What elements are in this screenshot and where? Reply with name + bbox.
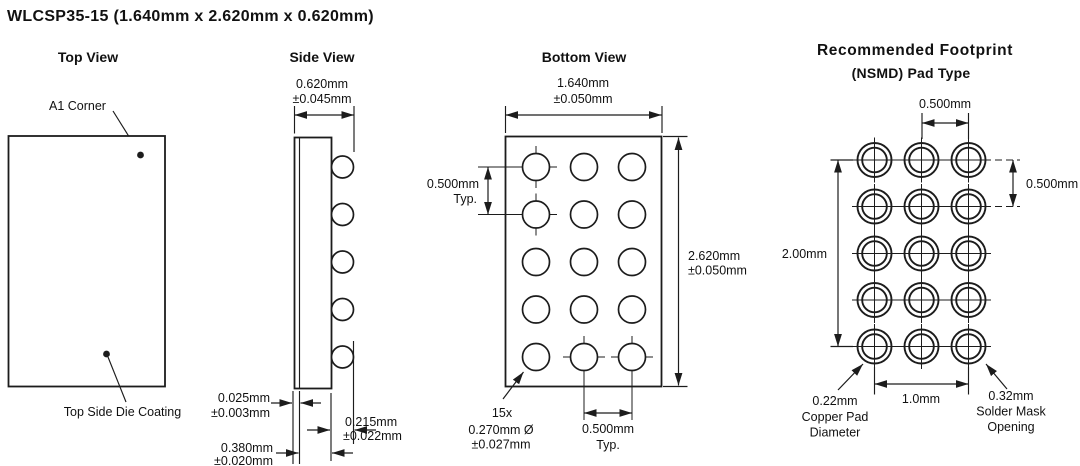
solder-ball	[569, 342, 599, 372]
solder-ball	[617, 247, 647, 277]
bottom-width-value: 1.640mm	[557, 76, 609, 90]
bottom-pitch-v-typ: Typ.	[453, 192, 477, 206]
side-ball	[330, 250, 355, 274]
footprint-pad	[898, 323, 945, 370]
footprint-pad	[898, 183, 945, 230]
side-die-value: 0.380mm	[221, 441, 273, 455]
footprint-pad	[898, 136, 945, 184]
solder-ball	[569, 152, 599, 182]
solder-ball	[569, 247, 599, 277]
side-ball	[330, 297, 355, 322]
drawing-title: WLCSP35-15 (1.640mm x 2.620mm x 0.620mm)	[7, 8, 374, 25]
side-width-value: 0.620mm	[296, 77, 348, 91]
footprint-height-ticks	[830, 159, 853, 348]
footprint-pitch-right-value: 0.500mm	[1026, 177, 1078, 191]
side-ball	[330, 202, 355, 227]
side-body-outline	[293, 136, 333, 390]
solder-ball	[617, 342, 647, 372]
side-ball-tolerance: ±0.022mm	[343, 429, 402, 443]
solder-ball	[617, 295, 647, 324]
ball-diameter-value: 0.270mm Ø	[468, 423, 534, 437]
side-ball-value: 0.215mm	[345, 415, 397, 429]
footprint-pad	[851, 276, 898, 324]
bottom-view-title: Bottom View	[542, 49, 627, 65]
solder-ball	[521, 200, 551, 229]
side-ball	[330, 345, 355, 369]
footprint-height-value: 2.00mm	[782, 247, 827, 261]
footprint-pad	[945, 276, 992, 324]
top-view: Top View A1 Corner Top Side Die Coating	[7, 49, 181, 419]
solder-mask-label-2: Opening	[987, 420, 1034, 434]
side-bottom-extension-lines	[292, 341, 355, 464]
solder-mask-leader	[985, 363, 1008, 390]
footprint-pad	[851, 136, 898, 184]
footprint-subtitle: (NSMD) Pad Type	[852, 65, 971, 81]
solder-ball	[569, 200, 599, 229]
die-coating-label: Top Side Die Coating	[64, 405, 181, 419]
bottom-pitch-v-value: 0.500mm	[427, 177, 479, 191]
bottom-height-tolerance: ±0.050mm	[688, 264, 747, 278]
bottom-view: Bottom View 1.640mm ±0.050mm 0.500mm Typ…	[427, 49, 747, 452]
die-coating-leader	[107, 356, 127, 403]
copper-pad-label-1: Copper Pad	[802, 410, 869, 424]
footprint-view: Recommended Footprint (NSMD) Pad Type 0.…	[782, 42, 1078, 440]
solder-mask-value: 0.32mm	[988, 389, 1033, 403]
side-coating-tolerance: ±0.003mm	[211, 406, 270, 420]
footprint-pad	[945, 183, 992, 230]
solder-ball	[521, 152, 551, 182]
copper-pad-value: 0.22mm	[812, 394, 857, 408]
footprint-width-value: 1.0mm	[902, 392, 940, 406]
a1-corner-dot	[137, 151, 144, 159]
side-view-title: Side View	[289, 49, 354, 65]
bottom-height-value: 2.620mm	[688, 249, 740, 263]
bottom-pitch-h-value: 0.500mm	[582, 422, 634, 436]
side-top-extension-lines	[293, 106, 355, 152]
top-view-outline	[7, 135, 166, 388]
footprint-title: Recommended Footprint	[817, 42, 1013, 59]
die-coating-dot	[103, 350, 110, 358]
footprint-width-extension-lines	[873, 367, 970, 395]
bottom-pitch-h-typ: Typ.	[596, 438, 620, 452]
a1-corner-label: A1 Corner	[49, 99, 106, 113]
solder-ball	[521, 295, 551, 324]
footprint-pad	[945, 323, 992, 370]
solder-mask-label-1: Solder Mask	[976, 405, 1046, 419]
footprint-pitch-top-value: 0.500mm	[919, 97, 971, 111]
side-view: Side View 0.620mm ±0.045mm 0.025mm ±0.00…	[211, 49, 402, 466]
footprint-pad	[898, 276, 945, 324]
solder-ball	[521, 247, 551, 277]
footprint-pad	[851, 183, 898, 230]
ball-spec-leader	[502, 371, 524, 400]
side-die-tolerance: ±0.020mm	[214, 454, 273, 466]
copper-pad-leader	[837, 363, 864, 391]
ball-diameter-tolerance: ±0.027mm	[472, 438, 531, 452]
side-width-tolerance: ±0.045mm	[293, 92, 352, 106]
solder-ball	[521, 342, 551, 372]
bottom-top-extension-lines	[504, 106, 663, 133]
footprint-pad	[945, 136, 992, 184]
footprint-pad	[851, 230, 898, 277]
side-coating-value: 0.025mm	[218, 391, 270, 405]
bottom-width-tolerance: ±0.050mm	[554, 92, 613, 106]
footprint-top-extension-lines	[921, 113, 970, 139]
footprint-pad	[945, 230, 992, 277]
copper-pad-label-2: Diameter	[810, 426, 861, 440]
top-view-title: Top View	[58, 49, 118, 65]
solder-ball	[617, 200, 647, 229]
footprint-pad	[851, 323, 898, 370]
ball-count-label: 15x	[492, 406, 513, 420]
side-ball	[330, 155, 355, 179]
bottom-height-extension-lines	[663, 135, 688, 388]
solder-ball	[617, 152, 647, 182]
solder-ball	[569, 295, 599, 324]
footprint-pad	[898, 230, 945, 277]
